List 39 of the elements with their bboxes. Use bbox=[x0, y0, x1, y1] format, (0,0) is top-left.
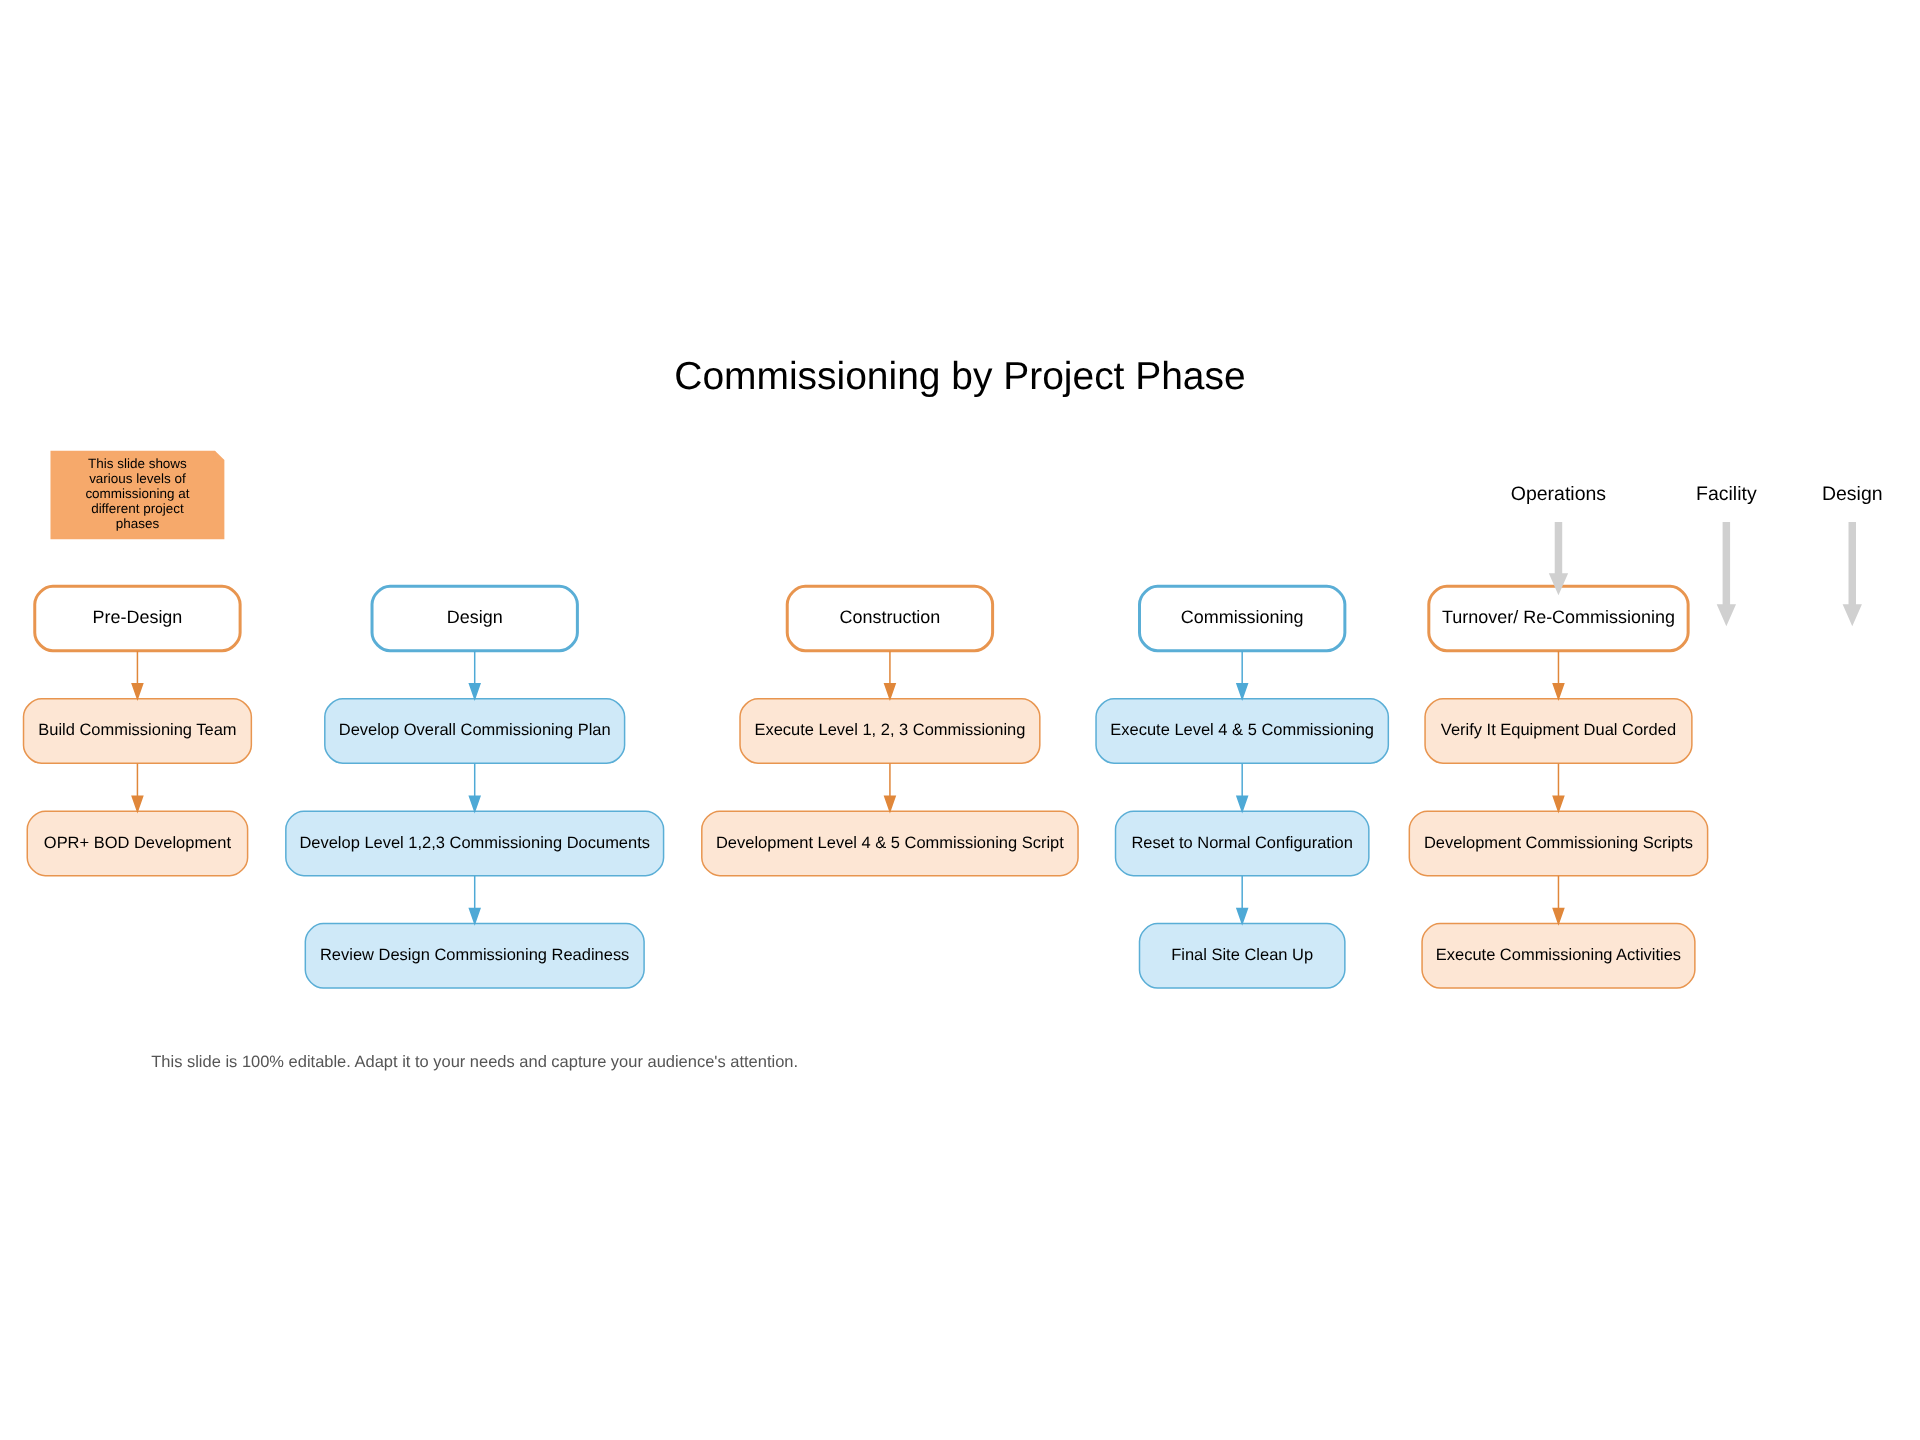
node-text: Design bbox=[1821, 483, 1883, 506]
node-box: Develop Level 1,2,3 Commissioning Documents bbox=[285, 809, 665, 876]
arrow bbox=[1842, 521, 1862, 626]
arrow bbox=[1548, 521, 1569, 595]
node-box: Execute Level 4 & 5 Commissioning bbox=[1095, 697, 1390, 763]
arrow bbox=[883, 649, 897, 700]
node-box: Commissioning bbox=[1138, 583, 1347, 652]
node-box: Turnover/ Re-Commissioning bbox=[1427, 583, 1690, 652]
node-box: Execute Commissioning Activities bbox=[1421, 921, 1696, 988]
node-box: Verify It Equipment Dual Corded bbox=[1424, 697, 1693, 763]
arrow bbox=[131, 761, 144, 813]
node-box: Execute Level 1, 2, 3 Commissioning bbox=[739, 697, 1041, 763]
arrow bbox=[1552, 874, 1565, 925]
arrow bbox=[1716, 521, 1737, 626]
arrow bbox=[468, 649, 481, 700]
arrow bbox=[131, 649, 144, 700]
caption: This slide is 100% editable. Adapt it to your needs and capture your audience's attention. bbox=[151, 1052, 799, 1071]
node-box: Build Commissioning Team bbox=[22, 697, 253, 763]
arrow bbox=[468, 761, 481, 813]
node-box: Development Commissioning Scripts bbox=[1408, 809, 1709, 876]
node-box: Development Level 4 & 5 Commissioning Script bbox=[701, 809, 1079, 876]
node-text: Facility bbox=[1696, 483, 1757, 506]
arrow bbox=[1235, 874, 1249, 925]
arrow bbox=[1235, 761, 1249, 813]
node-box: Construction bbox=[785, 583, 995, 652]
arrow bbox=[468, 874, 481, 925]
node-box: Review Design Commissioning Readiness bbox=[304, 921, 645, 988]
node-text: Operations bbox=[1510, 483, 1607, 506]
diagram-title: Commissioning by Project Phase bbox=[674, 354, 1246, 399]
arrow bbox=[1552, 761, 1565, 813]
arrow bbox=[1552, 649, 1565, 700]
node-box: Final Site Clean Up bbox=[1138, 921, 1346, 988]
node-box: Pre-Design bbox=[33, 583, 242, 652]
node-box: Reset to Normal Configuration bbox=[1114, 809, 1370, 876]
node-box: Design bbox=[370, 583, 579, 652]
arrow bbox=[883, 761, 897, 813]
node-box: OPR+ BOD Development bbox=[26, 809, 249, 876]
arrow bbox=[1235, 649, 1249, 700]
node-box: Develop Overall Commissioning Plan bbox=[324, 697, 626, 763]
